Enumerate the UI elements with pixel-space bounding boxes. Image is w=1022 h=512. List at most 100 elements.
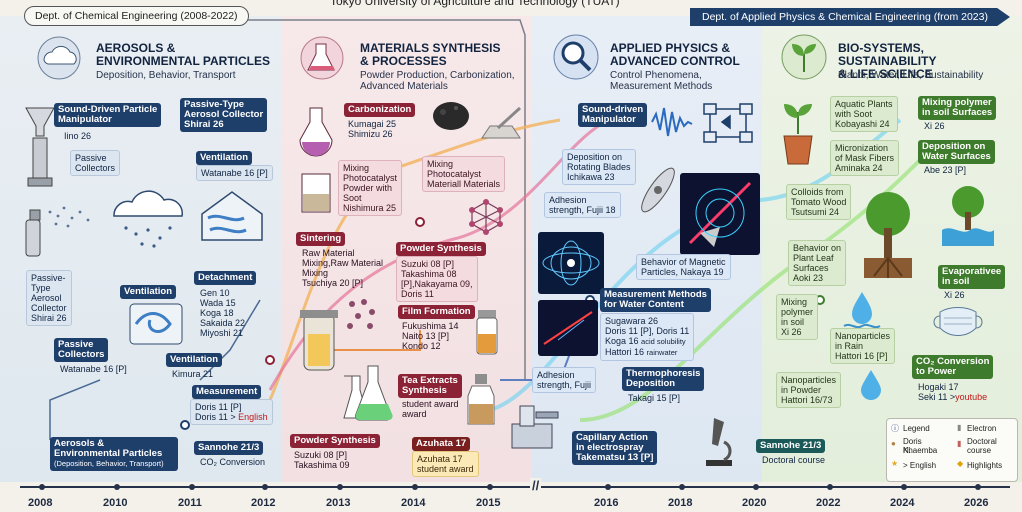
timeline-year-2012: 2012 [251, 497, 276, 509]
section-subtitle-bio: Plants, Water, Life, Sustainability [838, 70, 984, 81]
beaker-icon [298, 170, 334, 221]
powder-synthesis-authors-2: Suzuki 08 [P] Takashima 09 [294, 450, 350, 470]
legend-electron-icon: ▮ [957, 423, 962, 432]
carbonization-authors: Kumagai 25 Shimizu 26 [348, 119, 397, 139]
ventilation-author-1: Watanabe 16 [P] [196, 165, 273, 181]
water-drop-icon [858, 368, 884, 405]
timeline-year-2020: 2020 [742, 497, 767, 509]
sound-driven-manipulator-label: Sound-driven Manipulator [578, 103, 648, 127]
potted-plant-icon [776, 96, 820, 173]
measurement-label: Measurement [192, 385, 262, 399]
ventilation-label-3: Ventilation [166, 353, 223, 367]
molecule-icon [466, 196, 506, 241]
mixing-photocatalyst-soot-label: Mixing Photocatalyst Powder with Soot Ni… [338, 160, 403, 216]
sample-jar-icon [474, 306, 500, 363]
machine-apparatus-icon [506, 398, 564, 459]
timeline-year-2015: 2015 [476, 497, 501, 509]
carbonization-label: Carbonization [344, 103, 416, 117]
doctoral-course-text: Doctoral course [762, 455, 826, 465]
powder-synthesis-label-2: Powder Synthesis [290, 434, 380, 448]
water-content-label: Measurement Methods for Water Content [600, 288, 711, 312]
passive-type-collector-label: Passive-Type Aerosol Collector Shirai 26 [180, 98, 268, 132]
reactor-vessel-icon [298, 306, 340, 381]
laser-image [538, 300, 598, 356]
airflow-icon [128, 302, 184, 351]
microscope-icon [700, 412, 738, 473]
section-title-bio: BIO-SYSTEMS, SUSTAINABILITY & LIFE SCIEN… [838, 41, 937, 81]
timeline-axis [20, 486, 1010, 488]
passive-collectors-label: Passive Collectors [54, 338, 109, 362]
passive-collectors-author: Watanabe 16 [P] [60, 364, 127, 374]
legend-box: ⓘ Legend ▮ Electron ● Doris N.Khaemba ▮ … [886, 418, 1018, 482]
adhesion-strength-label-1: Adhesion strength, Fujii 18 [544, 192, 621, 218]
round-flask-icon [296, 106, 336, 163]
spray-nozzle-icon [20, 190, 106, 265]
timeline-year-2013: 2013 [326, 497, 351, 509]
sound-particle-manipulator-label: Sound-Driven Particle Manipulator [54, 103, 162, 127]
timeline-tick [262, 484, 268, 490]
section-subtitle-applied: Control Phenomena, Measurement Methods [610, 70, 713, 92]
timeline-tick [605, 484, 611, 490]
timeline-year-2010: 2010 [103, 497, 128, 509]
timeline-break: // [530, 478, 542, 493]
sintering-details: Raw Material Mixing,Raw Material Mixing … [302, 248, 384, 288]
passive-type-collector-label-2: Passive- Type Aerosol Collector Shirai 2… [26, 270, 72, 326]
timeline-year-2022: 2022 [816, 497, 841, 509]
sound-manipulator-author: Iino 26 [64, 131, 92, 141]
mask-icon [930, 300, 986, 349]
co2-conversion-text: CO₂ Conversion [200, 457, 266, 467]
timeline-tick [487, 484, 493, 490]
section-subtitle-materials: Powder Production, Carbonization, Advanc… [360, 70, 515, 92]
legend-info-icon: ⓘ [891, 424, 899, 433]
cloud-icon [30, 34, 88, 85]
plant-leaf-label: Behavior on Plant Leaf Surfaces Aoki 23 [788, 240, 847, 286]
nanoparticles-rain-label: Nanoparticles in Rain Hattori 16 [P] [830, 328, 896, 364]
water-splash-icon [842, 288, 882, 337]
timeline-tick [337, 484, 343, 490]
timeline-tick [975, 484, 981, 490]
funnel-sampler-icon [22, 104, 58, 199]
timeline-tick [679, 484, 685, 490]
detachment-authors: Gen 10 Wada 15 Koga 18 Sakaida 22 Miyosh… [200, 288, 246, 338]
film-formation-label: Film Formation [398, 305, 475, 319]
circuit-diagram-icon [700, 100, 760, 153]
legend-star-icon: ★ [891, 459, 899, 468]
timeline-tick [412, 484, 418, 490]
powder-spoon-icon [478, 104, 526, 149]
sprout-icon [776, 32, 834, 87]
aquatic-plants-label: Aquatic Plants with Soot Kobayashi 24 [830, 96, 898, 132]
mixing-polymer-label-1: Mixing polymer in soil Surfaces [918, 96, 997, 120]
deposition-water-author: Abe 23 [P] [924, 165, 967, 175]
timeline-year-2018: 2018 [668, 497, 693, 509]
section-title-applied: APPLIED PHYSICS & ADVANCED CONTROL [610, 41, 740, 68]
azuhata-label: Azuhata 17 [412, 437, 471, 451]
flask-icon [296, 34, 352, 87]
legend-doctoral-icon: ▮ [957, 439, 962, 448]
co2-conversion-authors: Hogaki 17 Seki 11 >youtube [918, 382, 988, 402]
powder-synthesis-authors-1: Suzuki 08 [P] Takashima 08 [P],Nakayama … [396, 256, 478, 302]
thermophoresis-label: Thermophoresis Deposition [622, 367, 705, 391]
sannohe-label-2: Sannohe 21/3 [756, 439, 826, 453]
ventilation-label-2: Ventilation [120, 285, 177, 299]
aerosol-cloud-icon [106, 182, 190, 257]
sample-bottle-icon [466, 372, 496, 433]
tea-extracts-label: Tea Extracts Synthesis [398, 374, 462, 398]
timeline-year-2026: 2026 [964, 497, 989, 509]
thermophoresis-author: Takagi 15 [P] [628, 393, 681, 403]
timeline-year-2008: 2008 [28, 497, 53, 509]
tea-extracts-award: student award award [402, 399, 459, 419]
evaporative-author: Xi 26 [944, 290, 965, 300]
legend-person-icon: ● [891, 439, 896, 448]
section-subtitle-aerosols: Deposition, Behavior, Transport [96, 70, 236, 81]
section-title-materials: MATERIALS SYNTHESIS & PROCESSES [360, 41, 501, 68]
mixing-polymer-author-1: Xi 26 [924, 121, 945, 131]
green-flask-icon [334, 362, 394, 429]
ventilation-label-1: Ventilation [196, 151, 253, 165]
tree-water-icon [940, 182, 996, 251]
aerosols-environmental-label: Aerosols & Environmental Particles (Depo… [50, 437, 178, 471]
film-formation-authors: Fukushima 14 Naito 13 [P] Kondo 12 [402, 321, 459, 351]
evaporative-label: Evaporativee in soil [938, 265, 1006, 289]
timeline-tick [189, 484, 195, 490]
mixing-photocatalyst-material-label: Mixing Photocatalyst Materiall Materials [422, 156, 506, 192]
timeline-tick [827, 484, 833, 490]
